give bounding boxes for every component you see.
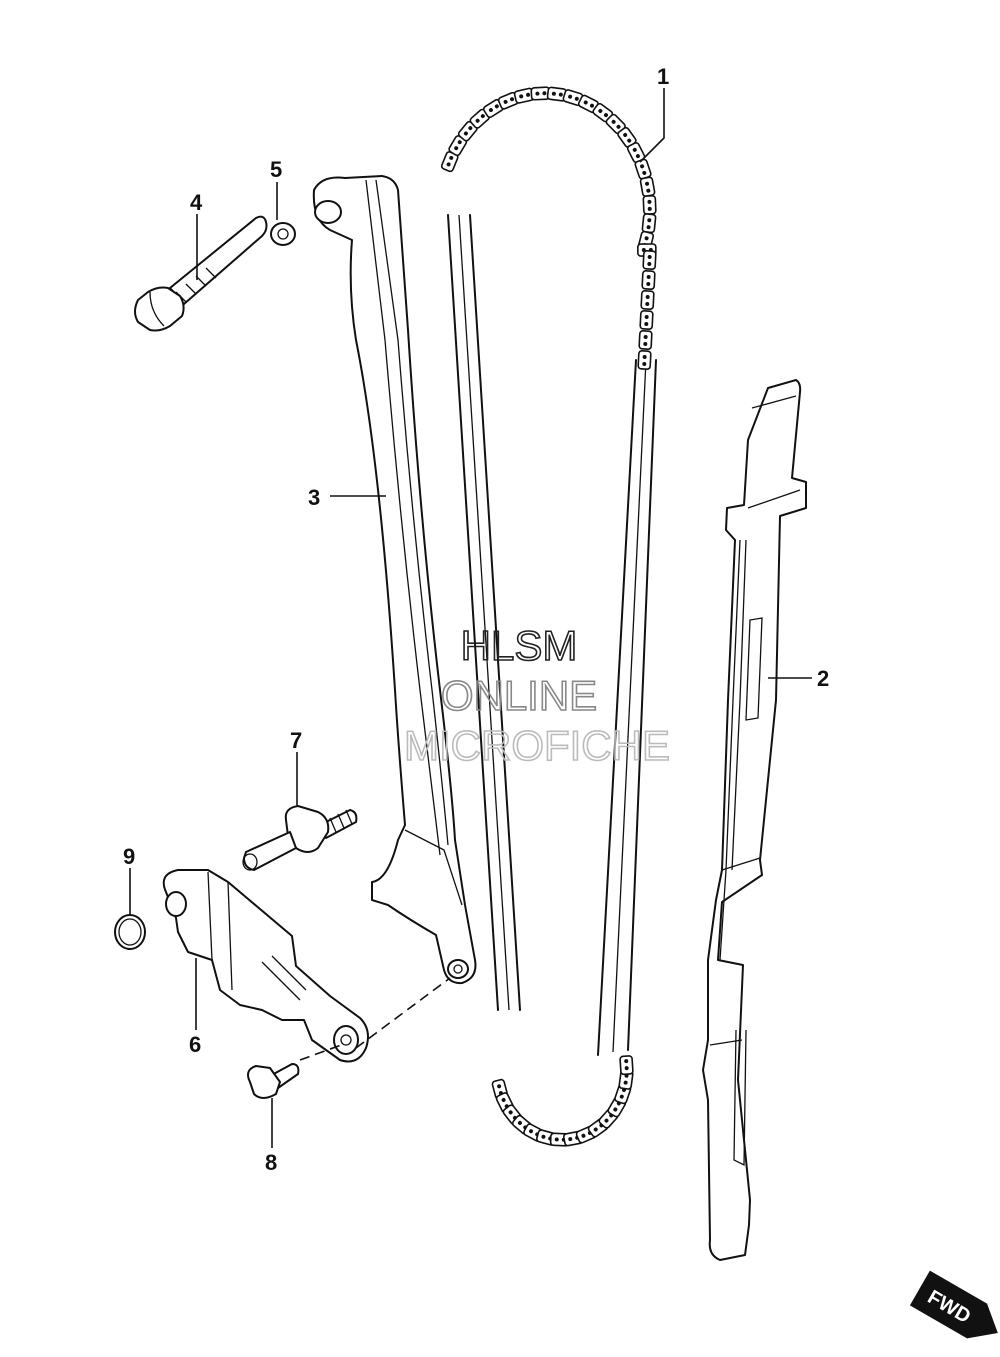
leader-1 <box>639 88 665 163</box>
callout-4: 4 <box>190 190 203 215</box>
callout-5: 5 <box>270 157 282 182</box>
chain-guide <box>702 379 807 1261</box>
callout-6: 6 <box>189 1032 201 1057</box>
circlip <box>114 914 146 950</box>
chain-top-arc <box>439 86 657 371</box>
chain-link <box>641 269 656 291</box>
callout-1: 1 <box>657 64 669 89</box>
callout-2: 2 <box>817 666 829 691</box>
assembly-line-bolt-to-adjuster <box>299 1043 345 1061</box>
assembly-line-adjuster-to-guide <box>355 977 451 1049</box>
watermark: HLSM ONLINE MICROFICHE <box>403 621 671 770</box>
chain-link <box>642 249 657 271</box>
tensioner-adjuster <box>162 869 369 1063</box>
tensioner-guide-arm <box>312 175 477 985</box>
callout-7: 7 <box>290 728 302 753</box>
fwd-arrow-badge: FWD <box>909 1270 998 1339</box>
cam-chain <box>439 86 657 1147</box>
washer <box>270 222 296 246</box>
chain-link <box>640 289 655 311</box>
watermark-line2: ONLINE <box>441 672 597 719</box>
chain-link <box>637 349 652 371</box>
chain-link <box>619 1054 634 1076</box>
chain-link <box>639 309 654 331</box>
chain-bottom-arc <box>490 1054 634 1147</box>
adjuster-bolt <box>247 1063 300 1099</box>
chain-link <box>639 176 656 198</box>
callout-9: 9 <box>123 844 135 869</box>
chain-link <box>638 329 653 351</box>
chain-link <box>642 194 657 215</box>
pivot-bolt <box>134 215 268 332</box>
callout-8: 8 <box>265 1150 277 1175</box>
pivot-pin <box>242 805 358 871</box>
watermark-line3: MICROFICHE <box>404 722 670 769</box>
watermark-line1: HLSM <box>461 622 578 669</box>
chain-link <box>641 212 657 234</box>
callout-3: 3 <box>308 485 320 510</box>
chain-link <box>633 157 653 181</box>
